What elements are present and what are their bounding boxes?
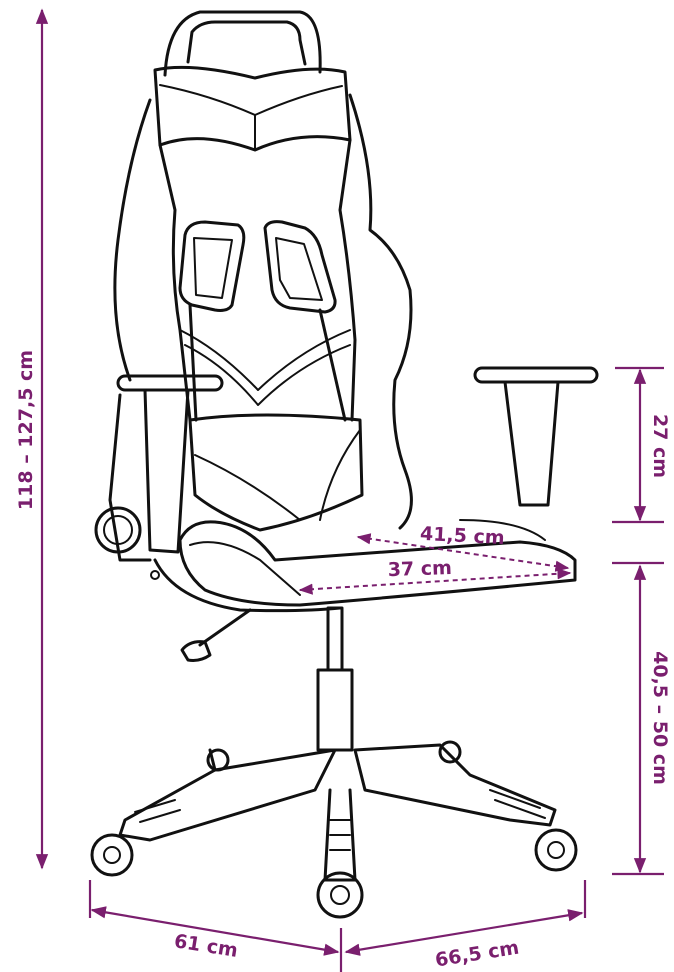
gas-lift [180,606,354,752]
chair-illustration [90,10,599,919]
belt-slots [178,220,347,422]
base-depth-label: 66,5 cm [434,937,521,972]
armrest-height-label: 27 cm [649,414,671,478]
seat-depth-line [298,568,572,595]
dimension-lines [35,8,664,972]
seat-height-label: 40,5 – 50 cm [649,651,671,785]
backrest [113,93,413,532]
base-depth-line [344,909,584,956]
dimension-labels: 118 – 127,5 cm 27 cm 40,5 – 50 cm 41,5 c… [15,350,671,972]
base-width-line [90,906,340,956]
right-armrest [473,366,599,507]
seat-width-label: 41,5 cm [420,523,506,549]
seat-depth-label: 37 cm [387,557,452,581]
casters [90,740,578,919]
star-base [118,743,557,882]
left-armrest [94,374,224,580]
seat [153,519,577,613]
total-height-label: 118 – 127,5 cm [15,350,37,510]
base-width-label: 61 cm [173,930,240,962]
headrest [153,10,352,152]
